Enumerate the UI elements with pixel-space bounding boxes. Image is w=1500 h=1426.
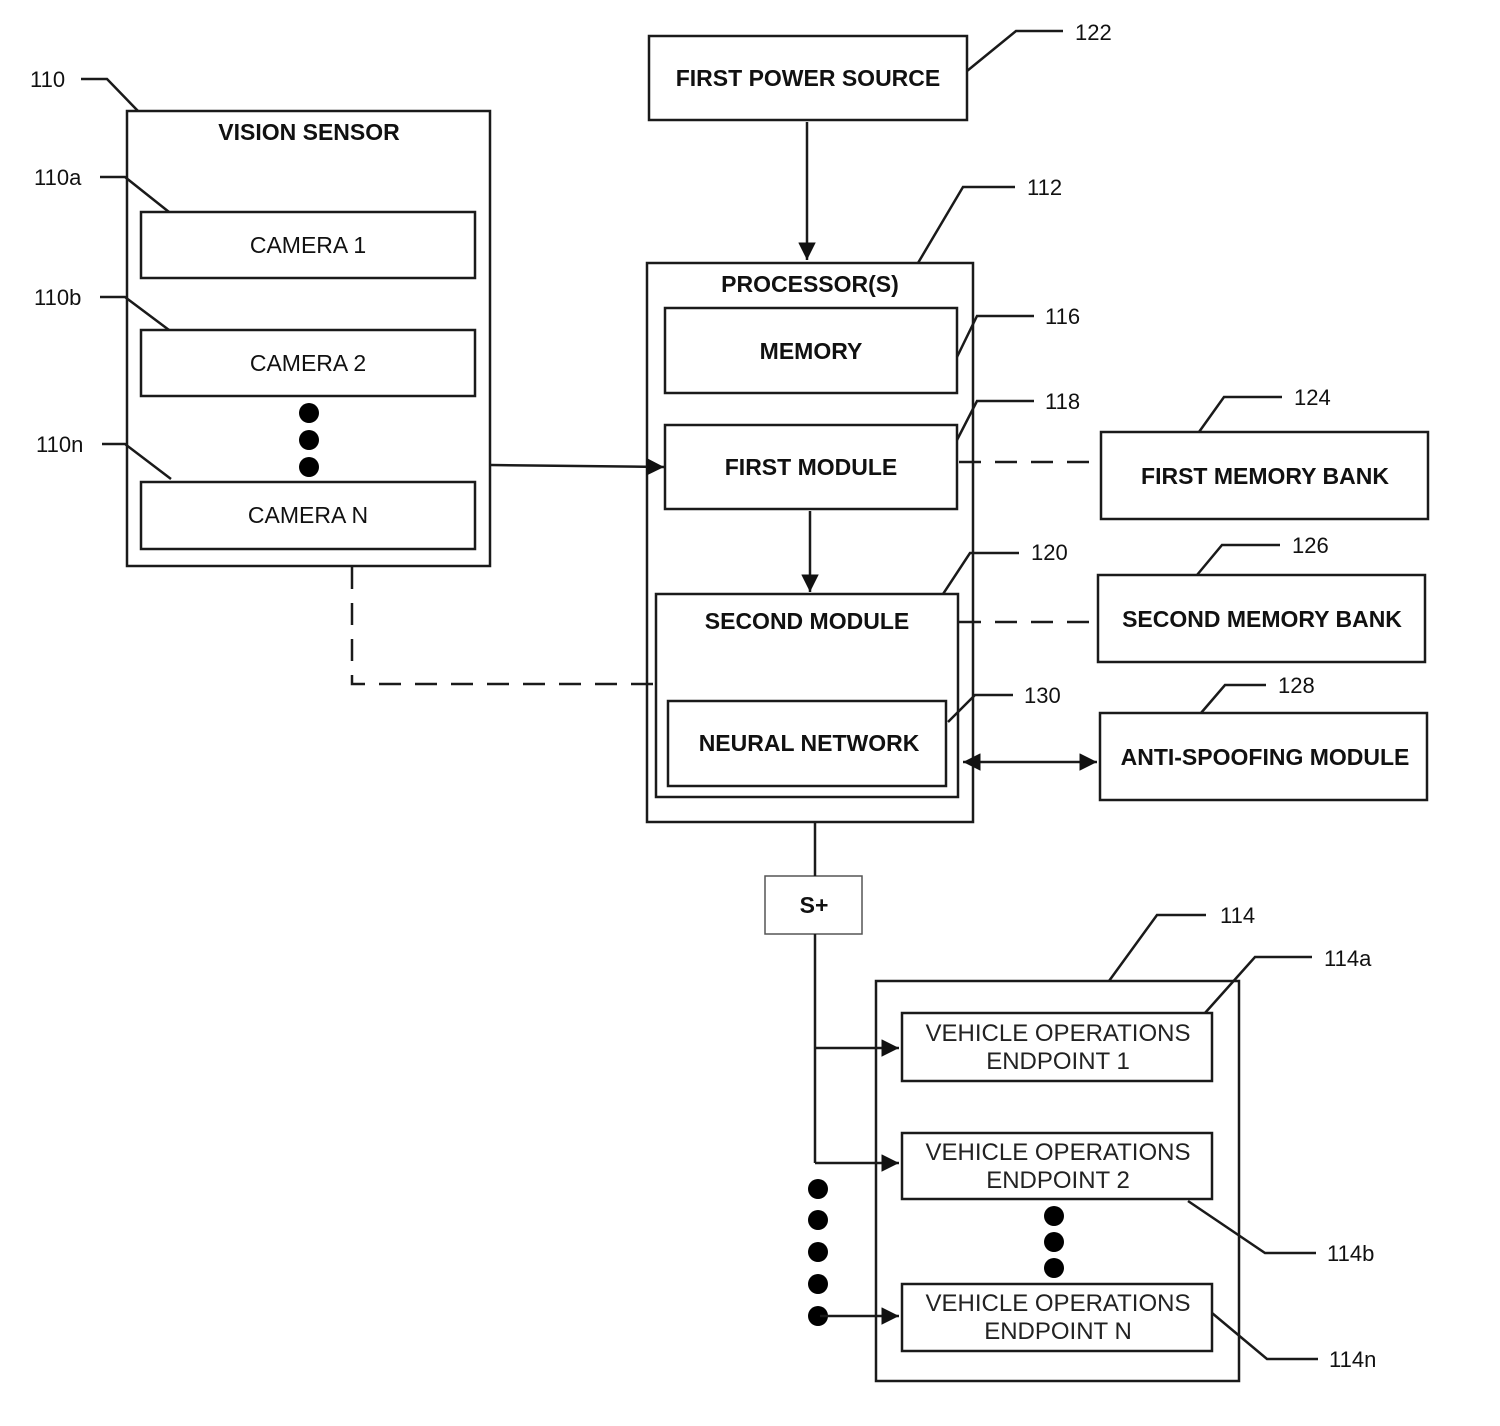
endpoint-1: VEHICLE OPERATIONS ENDPOINT 1 bbox=[900, 1011, 1214, 1083]
endpoint-ellipsis bbox=[1044, 1206, 1064, 1278]
first-power-source: FIRST POWER SOURCE bbox=[647, 34, 969, 122]
camera-n-label: CAMERA N bbox=[248, 502, 368, 528]
ref-130: 130 bbox=[1024, 683, 1061, 708]
ref-118: 118 bbox=[1045, 389, 1080, 414]
ref-114a: 114a bbox=[1324, 946, 1372, 971]
neural-network-label: NEURAL NETWORK bbox=[699, 730, 920, 756]
ref-114: 114 bbox=[1220, 903, 1255, 928]
camera-n: CAMERA N bbox=[139, 480, 477, 551]
vision-sensor-label: VISION SENSOR bbox=[218, 119, 400, 145]
ref-126: 126 bbox=[1292, 533, 1329, 558]
ref-112: 112 bbox=[1027, 175, 1062, 200]
bus-ellipsis bbox=[808, 1179, 828, 1326]
s-plus-box: S+ bbox=[764, 875, 863, 935]
memory-label: MEMORY bbox=[760, 338, 863, 364]
endpoint-1-line-2: ENDPOINT 1 bbox=[986, 1048, 1130, 1075]
vision-to-second-module-link bbox=[350, 567, 656, 686]
ref-110: 110 bbox=[30, 67, 65, 92]
memory: MEMORY bbox=[663, 306, 959, 395]
ref-120: 120 bbox=[1031, 540, 1068, 565]
s-plus-label: S+ bbox=[800, 892, 829, 918]
ref-124: 124 bbox=[1294, 385, 1331, 410]
second-module-label: SECOND MODULE bbox=[705, 608, 909, 634]
ref-116: 116 bbox=[1045, 304, 1080, 329]
endpoint-2: VEHICLE OPERATIONS ENDPOINT 2 bbox=[900, 1131, 1214, 1201]
endpoint-1-line-1: VEHICLE OPERATIONS bbox=[926, 1020, 1191, 1047]
anti-spoofing-module: ANTI-SPOOFING MODULE bbox=[1098, 711, 1429, 802]
ref-122: 122 bbox=[1075, 20, 1112, 45]
vision-to-first-module-arrow bbox=[490, 458, 665, 476]
ref-110n: 110n bbox=[36, 432, 83, 457]
endpoint-2-line-2: ENDPOINT 2 bbox=[986, 1167, 1130, 1194]
reference-leaders bbox=[81, 29, 1318, 1361]
camera-2-label: CAMERA 2 bbox=[250, 350, 366, 376]
ref-114n: 114n bbox=[1329, 1347, 1376, 1372]
ref-114b: 114b bbox=[1327, 1241, 1374, 1266]
first-power-source-label: FIRST POWER SOURCE bbox=[676, 65, 941, 91]
camera-1: CAMERA 1 bbox=[139, 210, 477, 280]
ref-110a: 110a bbox=[34, 165, 82, 190]
first-memory-bank: FIRST MEMORY BANK bbox=[1099, 430, 1430, 521]
endpoint-2-line-1: VEHICLE OPERATIONS bbox=[926, 1139, 1191, 1166]
endpoint-n: VEHICLE OPERATIONS ENDPOINT N bbox=[900, 1282, 1214, 1353]
endpoint-n-line-2: ENDPOINT N bbox=[984, 1318, 1132, 1345]
first-module: FIRST MODULE bbox=[663, 423, 959, 511]
anti-spoofing-module-label: ANTI-SPOOFING MODULE bbox=[1121, 744, 1410, 770]
ref-110b: 110b bbox=[34, 285, 81, 310]
camera-1-label: CAMERA 1 bbox=[250, 232, 366, 258]
first-module-label: FIRST MODULE bbox=[725, 454, 898, 480]
camera-2: CAMERA 2 bbox=[139, 328, 477, 398]
camera-ellipsis bbox=[299, 403, 319, 477]
neural-network: NEURAL NETWORK bbox=[666, 699, 948, 788]
second-memory-bank: SECOND MEMORY BANK bbox=[1096, 573, 1427, 664]
second-memory-bank-label: SECOND MEMORY BANK bbox=[1122, 606, 1402, 632]
ref-128: 128 bbox=[1278, 673, 1315, 698]
endpoint-n-line-1: VEHICLE OPERATIONS bbox=[926, 1290, 1191, 1317]
processors-label: PROCESSOR(S) bbox=[721, 271, 899, 297]
first-memory-bank-label: FIRST MEMORY BANK bbox=[1141, 463, 1389, 489]
